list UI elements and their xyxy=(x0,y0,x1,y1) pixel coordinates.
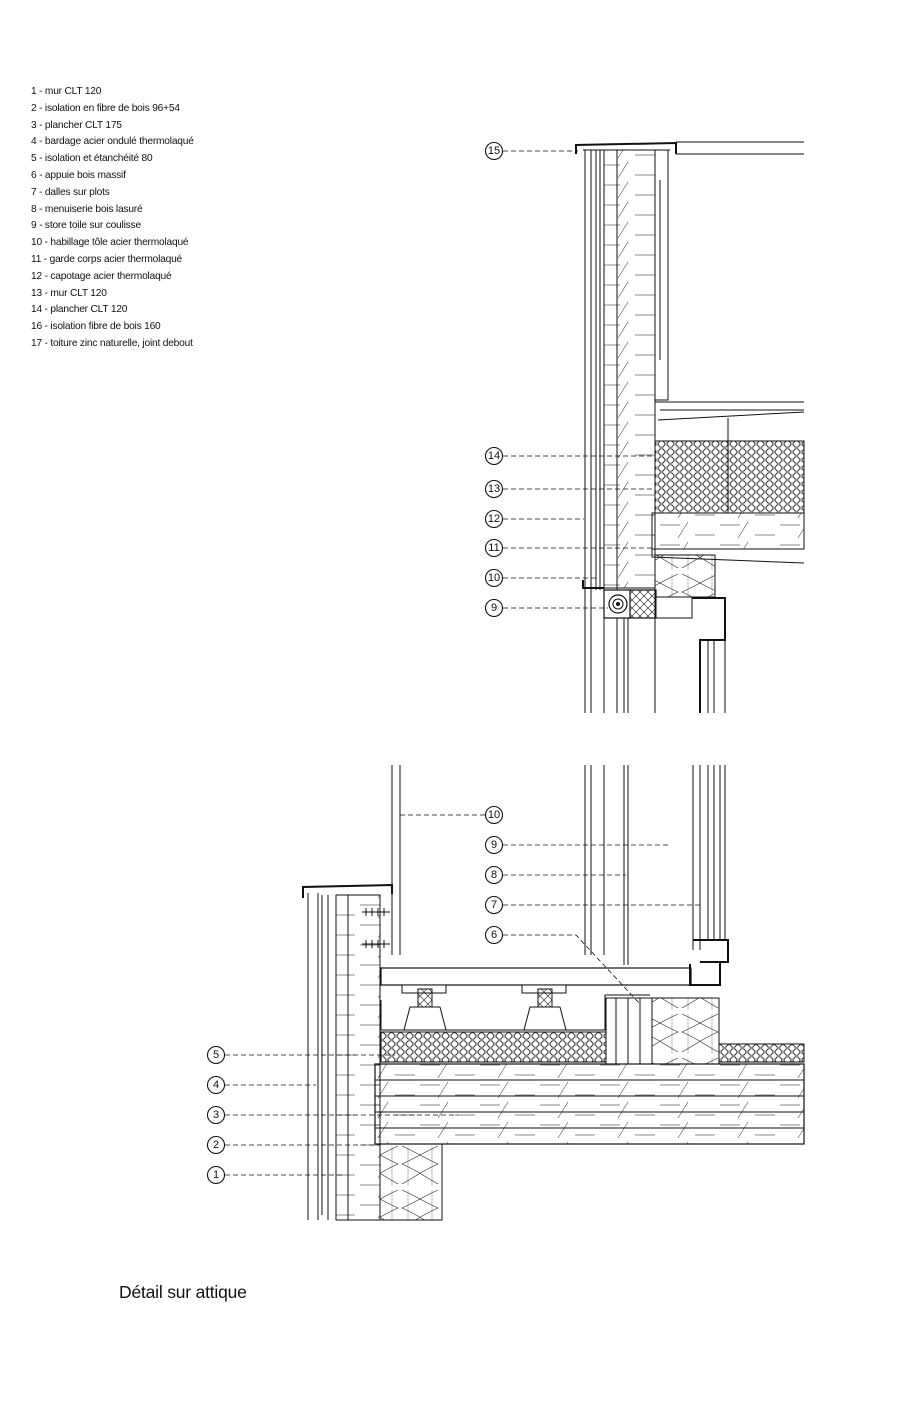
callout-6 xyxy=(484,925,504,945)
callout-9 xyxy=(484,835,504,855)
legend-item: 14 - plancher CLT 120 xyxy=(31,304,128,316)
legend-item: 2 - isolation en fibre de bois 96+54 xyxy=(31,102,180,114)
callout-label: 10 xyxy=(488,572,500,584)
callout-5 xyxy=(206,1045,226,1065)
legend-item: 16 - isolation fibre de bois 160 xyxy=(31,321,161,333)
callout-2 xyxy=(206,1135,226,1155)
callout-1 xyxy=(206,1165,226,1185)
top-detail xyxy=(575,141,805,713)
callout-7 xyxy=(484,895,504,915)
callout-label: 15 xyxy=(488,145,500,157)
callout-15 xyxy=(484,141,504,161)
callout-label: 12 xyxy=(488,513,500,525)
legend-item: 3 - plancher CLT 175 xyxy=(31,119,122,131)
legend-item: 17 - toiture zinc naturelle, joint debou… xyxy=(31,337,193,349)
callout-label: 1 xyxy=(213,1169,219,1181)
callout-9 xyxy=(484,598,504,618)
callout-11 xyxy=(484,538,504,558)
legend-item: 13 - mur CLT 120 xyxy=(31,287,107,299)
callout-4 xyxy=(206,1075,226,1095)
callout-label: 10 xyxy=(488,809,500,821)
callout-label: 4 xyxy=(213,1079,219,1091)
legend-item: 4 - bardage acier ondulé thermolaqué xyxy=(31,136,194,148)
callout-label: 8 xyxy=(491,869,497,881)
callouts-top: 15 14 13 12 11 10 9 xyxy=(484,141,656,618)
legend-item: 11 - garde corps acier thermolaqué xyxy=(31,253,183,265)
callout-label: 7 xyxy=(491,899,497,911)
legend-item: 6 - appuie bois massif xyxy=(31,169,126,181)
callout-label: 13 xyxy=(488,483,500,495)
callout-label: 9 xyxy=(491,839,497,851)
callout-3 xyxy=(206,1105,226,1125)
legend-item: 1 - mur CLT 120 xyxy=(31,86,102,97)
callout-label: 5 xyxy=(213,1049,219,1061)
callout-10 xyxy=(484,805,504,825)
legend-item: 7 - dalles sur plots xyxy=(31,186,110,198)
callout-label: 11 xyxy=(488,542,499,554)
callout-10 xyxy=(484,568,504,588)
callout-14 xyxy=(484,446,504,466)
legend-item: 5 - isolation et étanchéité 80 xyxy=(31,153,153,165)
bottom-detail xyxy=(302,765,805,1221)
callout-label: 9 xyxy=(491,602,497,614)
legend-item: 10 - habillage tôle acier thermolaqué xyxy=(31,237,189,249)
callout-label: 3 xyxy=(213,1109,219,1121)
callout-label: 14 xyxy=(488,450,500,462)
callouts-bottom: 10 9 8 7 6 5 4 3 2 1 xyxy=(206,805,700,1185)
callout-8 xyxy=(484,865,504,885)
callout-label: 6 xyxy=(491,929,497,941)
legend-list: 1 - mur CLT 120 2 - isolation en fibre d… xyxy=(31,84,194,353)
drawing-caption: Détail sur attique xyxy=(119,1282,247,1302)
callout-13 xyxy=(484,479,504,499)
callout-12 xyxy=(484,509,504,529)
callout-label: 2 xyxy=(213,1139,219,1151)
legend-item: 8 - menuiserie bois lasuré xyxy=(31,203,143,215)
legend-item: 12 - capotage acier thermolaqué xyxy=(31,270,172,282)
legend-item: 9 - store toile sur coulisse xyxy=(31,220,141,232)
